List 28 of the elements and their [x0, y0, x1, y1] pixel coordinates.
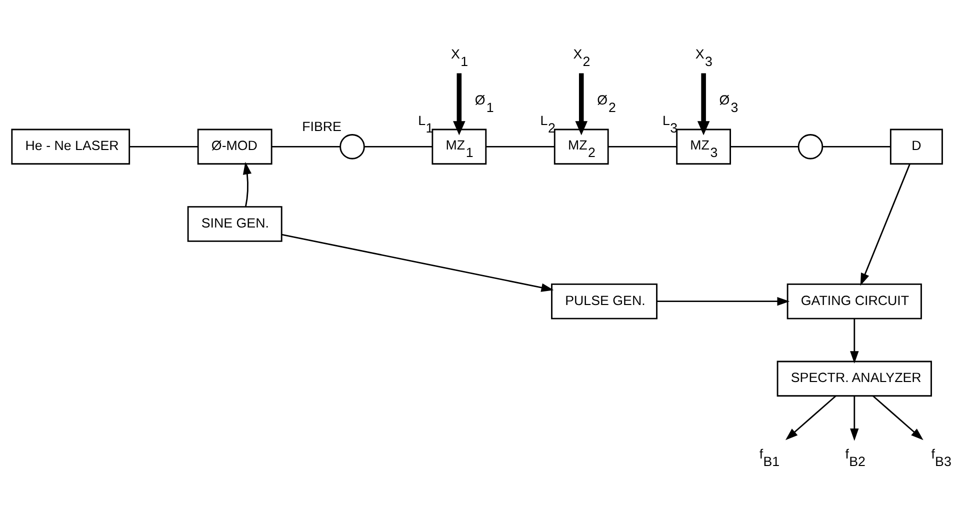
node-circle	[340, 134, 365, 160]
arrow	[850, 318, 859, 364]
arrow	[453, 73, 466, 136]
arrow	[697, 73, 710, 136]
arrow	[872, 395, 924, 440]
arrow	[242, 162, 252, 207]
arrow	[860, 164, 910, 286]
node-box: D	[890, 128, 943, 165]
node-box: Ø-MOD	[197, 128, 272, 165]
node-box: GATING CIRCUIT	[786, 283, 922, 320]
connector	[822, 146, 890, 148]
node-box: He - Ne LASER	[11, 128, 130, 165]
connector	[272, 146, 340, 148]
connector	[130, 146, 198, 148]
node-box: SINE GEN.	[187, 206, 282, 242]
node-circle	[798, 134, 824, 160]
arrow	[850, 396, 859, 441]
node-label: FIBRE	[302, 119, 342, 134]
connector	[608, 146, 677, 148]
connector	[364, 146, 432, 148]
connector	[730, 146, 798, 148]
arrow	[281, 234, 554, 292]
connector	[486, 146, 554, 148]
arrow	[657, 297, 790, 306]
arrow	[785, 395, 836, 440]
arrow	[575, 73, 588, 136]
node-box: SPECTR. ANALYZER	[776, 360, 932, 397]
node-box: PULSE GEN.	[551, 283, 658, 320]
